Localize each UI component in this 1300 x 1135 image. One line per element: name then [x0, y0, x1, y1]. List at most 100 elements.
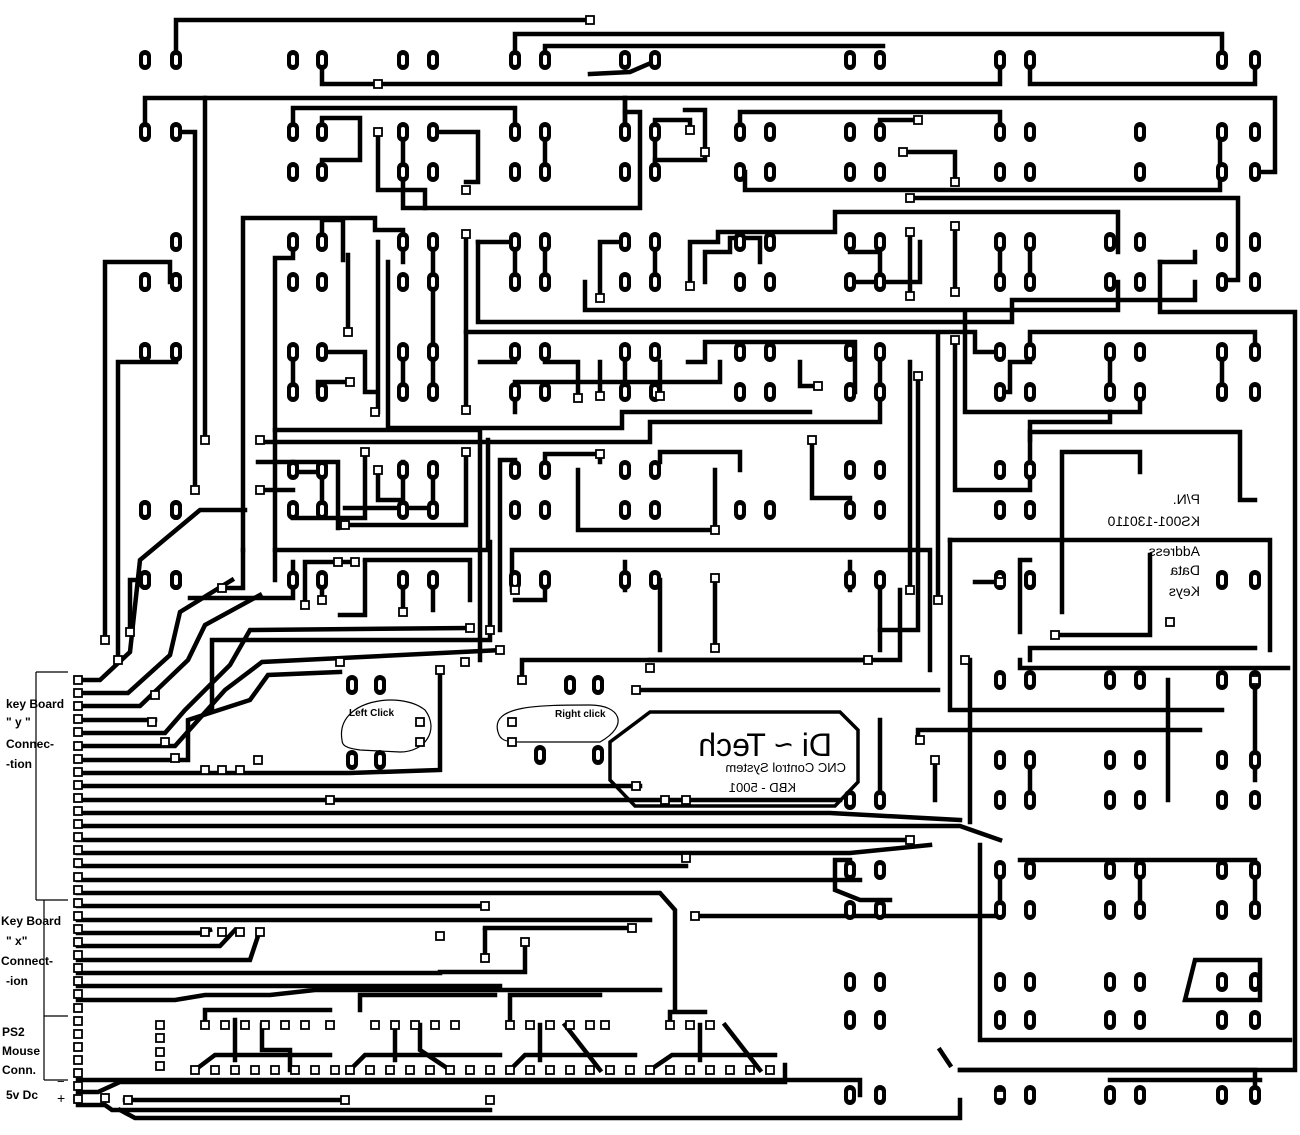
pad: [139, 272, 151, 292]
via: [465, 1065, 475, 1075]
pad: [619, 570, 631, 590]
via: [200, 765, 210, 775]
via: [73, 1068, 83, 1078]
vias: [73, 15, 1260, 1105]
via: [343, 327, 353, 337]
via: [905, 227, 915, 237]
via: [73, 741, 83, 751]
pad: [592, 675, 604, 695]
pad: [874, 900, 886, 920]
via: [373, 79, 383, 89]
via: [373, 127, 383, 137]
pad: [844, 382, 856, 402]
via: [725, 1065, 735, 1075]
pad: [397, 382, 409, 402]
pad: [874, 570, 886, 590]
pad: [619, 460, 631, 480]
via: [350, 557, 360, 567]
pad: [539, 50, 551, 70]
via: [681, 795, 691, 805]
pad: [509, 500, 521, 520]
via: [250, 1065, 260, 1075]
pad: [1249, 232, 1261, 252]
via: [505, 1065, 515, 1075]
pad: [427, 122, 439, 142]
pad: [619, 50, 631, 70]
pad: [170, 122, 182, 142]
pad: [287, 272, 299, 292]
via: [745, 1065, 755, 1075]
via: [325, 795, 335, 805]
pad: [844, 162, 856, 182]
pad: [994, 122, 1006, 142]
component-pads: [139, 50, 1261, 1105]
pad: [509, 570, 521, 590]
pad: [1024, 750, 1036, 770]
via: [600, 1020, 610, 1030]
pad: [1104, 972, 1116, 992]
via: [73, 924, 83, 934]
via: [73, 819, 83, 829]
pad: [1134, 750, 1146, 770]
via: [235, 927, 245, 937]
y-connector-label-line2: " y ": [6, 715, 31, 729]
pad: [1134, 1085, 1146, 1105]
pad: [994, 232, 1006, 252]
pad: [734, 382, 746, 402]
via: [655, 391, 665, 401]
pad: [427, 162, 439, 182]
pad: [1216, 162, 1228, 182]
pad: [427, 570, 439, 590]
via: [807, 435, 817, 445]
pad: [649, 272, 661, 292]
via: [405, 1065, 415, 1075]
via: [950, 221, 960, 231]
pad: [139, 50, 151, 70]
legend-data: Data: [1170, 562, 1200, 578]
pad: [734, 122, 746, 142]
pad: [397, 342, 409, 362]
pad: [874, 1010, 886, 1030]
via: [200, 927, 210, 937]
subtitle: CNC Control System: [725, 760, 846, 775]
pad: [397, 570, 409, 590]
via: [73, 911, 83, 921]
connector-labels: key Board " y " Connec- -tion Key Board …: [1, 697, 65, 1106]
pad: [1104, 272, 1116, 292]
via: [450, 1020, 460, 1030]
pad: [397, 162, 409, 182]
pad: [564, 675, 576, 695]
via: [73, 1042, 83, 1052]
right-click-label: Right click: [555, 709, 606, 720]
via: [813, 381, 823, 391]
via: [73, 950, 83, 960]
pad: [346, 750, 358, 770]
via: [300, 1020, 310, 1030]
via: [430, 1020, 440, 1030]
pad: [734, 162, 746, 182]
via: [73, 898, 83, 908]
pad: [1216, 1010, 1228, 1030]
ps2-label-line2: Mouse: [2, 1044, 40, 1058]
via: [485, 1095, 495, 1105]
pad: [1104, 382, 1116, 402]
via: [345, 1065, 355, 1075]
via: [1050, 630, 1060, 640]
via: [398, 607, 408, 617]
pad: [1024, 860, 1036, 880]
pad: [1024, 232, 1036, 252]
pad: [427, 272, 439, 292]
pad: [287, 382, 299, 402]
pad: [316, 272, 328, 292]
pad: [1249, 50, 1261, 70]
power-minus-label: −: [57, 1074, 65, 1089]
pad: [139, 342, 151, 362]
pad: [287, 460, 299, 480]
pad: [1024, 1010, 1036, 1030]
pad: [844, 570, 856, 590]
via: [73, 937, 83, 947]
x-connector-label-line3: Connect-: [1, 954, 53, 968]
pad: [619, 272, 631, 292]
via: [190, 485, 200, 495]
pad: [397, 460, 409, 480]
